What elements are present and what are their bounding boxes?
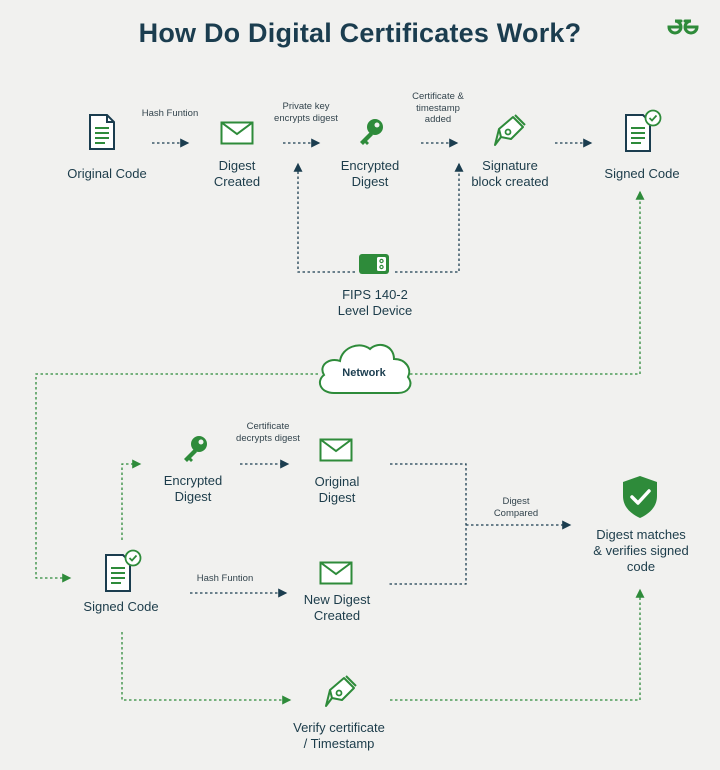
signed-document-icon: [105, 549, 142, 592]
page-title: How Do Digital Certificates Work?: [138, 18, 582, 48]
encrypted-digest-label-bottom: Encrypted Digest: [163, 473, 223, 504]
verify-cert-label: Verify certificate / Timestamp: [293, 720, 385, 751]
signed-code-label-bottom: Signed Code: [83, 599, 159, 614]
fips-device-label: FIPS 140-2 Level Device: [337, 287, 413, 318]
digest-compared-label: Digest Compared: [493, 496, 539, 519]
key-icon: [360, 119, 383, 145]
original-digest-label: Original Digest: [314, 474, 360, 505]
cloud-network-icon: [318, 343, 412, 394]
signed-code-label: Signed Code: [604, 166, 680, 181]
hash-function-label: Hash Funtion: [141, 108, 199, 119]
key-icon: [184, 436, 207, 462]
cert-timestamp-label: Certificate & timestamp added: [412, 91, 464, 125]
envelope-icon: [319, 438, 353, 462]
signature-block-label: Signature block created: [471, 158, 549, 189]
shield-check-icon: [623, 476, 657, 518]
hardware-device-icon: [359, 254, 389, 274]
digest-created-label: Digest Created: [213, 158, 261, 189]
original-code-label: Original Code: [67, 166, 147, 181]
brand-logo: [667, 19, 699, 35]
signed-document-icon: [625, 109, 662, 152]
digest-matches-label: Digest matches & verifies signed code: [593, 527, 689, 574]
encrypted-digest-label: Encrypted Digest: [340, 158, 400, 189]
new-digest-label: New Digest Created: [303, 592, 371, 623]
network-label: Network: [342, 367, 386, 379]
envelope-icon: [220, 121, 254, 145]
private-key-label: Private key encrypts digest: [274, 101, 338, 124]
hash-function-label-bottom: Hash Funtion: [196, 573, 254, 584]
cert-decrypts-label: Certificate decrypts digest: [236, 421, 300, 444]
envelope-icon: [319, 561, 353, 585]
pen-nib-icon: [494, 114, 526, 146]
document-icon: [89, 114, 115, 150]
pen-nib-icon: [325, 675, 357, 707]
